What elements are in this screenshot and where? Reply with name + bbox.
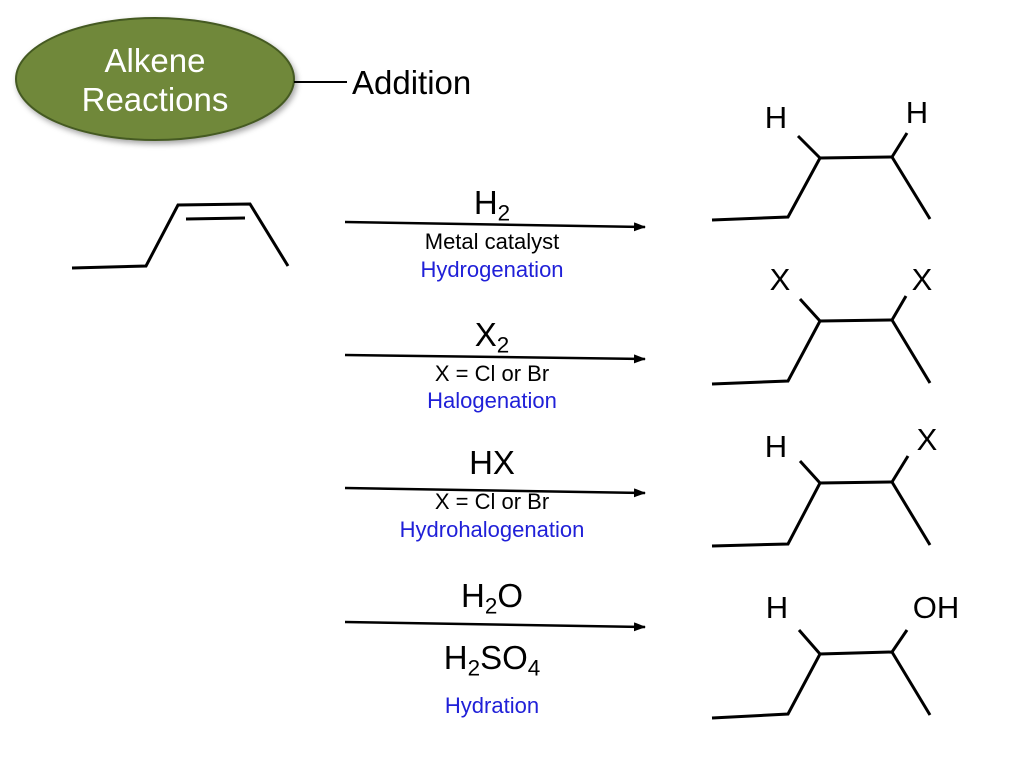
reaction-arrow-2 — [344, 353, 646, 364]
reaction-name-1: Hydrogenation — [420, 257, 564, 282]
product-4-right-label: OH — [912, 590, 960, 625]
product-carbon-chain — [711, 318, 932, 386]
reagent-text: H — [473, 184, 498, 221]
product-structure-4 — [711, 629, 932, 720]
condition-4: H2SO4 — [392, 639, 592, 679]
product-structure-2 — [711, 295, 932, 386]
reaction-name-2: Halogenation — [427, 388, 557, 413]
reagent-3: HX — [392, 446, 592, 479]
product-left-substituent-bond — [798, 459, 822, 485]
catalyst-subscript: 2 — [467, 655, 481, 681]
reaction-name-3: Hydrohalogenation — [399, 517, 585, 542]
reagent-text: X — [474, 316, 497, 353]
reagent-subscript: 2 — [497, 200, 511, 226]
reaction-category-label: Addition — [352, 64, 472, 101]
reagent-subscript: 2 — [484, 593, 498, 619]
catalyst-subscript: 4 — [527, 655, 541, 681]
reagent-subscript: 2 — [496, 332, 510, 358]
reaction-arrow-4 — [344, 620, 646, 632]
product-2-left-label: X — [769, 262, 791, 297]
reagent-text: O — [497, 577, 523, 614]
condition-2: X = Cl or Br — [434, 361, 550, 386]
reaction-arrow-3 — [344, 486, 646, 498]
reagent-4: H2O — [392, 577, 592, 617]
reactant-double-bond — [185, 216, 246, 221]
title-oval — [15, 17, 295, 141]
product-right-substituent-bond — [890, 132, 909, 158]
product-1-right-label: H — [905, 95, 929, 130]
reactant-structure — [71, 202, 290, 270]
product-left-substituent-bond — [797, 629, 822, 655]
reaction-name-4: Hydration — [444, 693, 540, 718]
reagent-text: H — [461, 577, 485, 614]
product-left-substituent-bond — [798, 297, 822, 323]
product-left-substituent-bond — [796, 134, 822, 160]
reactant-carbon-chain — [71, 202, 290, 270]
product-structure-1 — [711, 132, 932, 222]
reagent-text: HX — [469, 444, 515, 481]
product-structure-3 — [711, 455, 932, 548]
product-3-right-label: X — [916, 422, 938, 457]
product-right-substituent-bond — [890, 455, 910, 483]
catalyst-text: H — [443, 639, 468, 676]
product-4-left-label: H — [765, 590, 789, 625]
condition-1: Metal catalyst — [424, 229, 560, 254]
reaction-arrow-1 — [344, 220, 646, 232]
product-carbon-chain — [711, 155, 932, 222]
slide-title: Alkene Reactions — [81, 42, 229, 118]
product-2-right-label: X — [911, 262, 933, 297]
product-right-substituent-bond — [890, 295, 908, 321]
product-right-substituent-bond — [890, 629, 909, 653]
catalyst-text: SO — [480, 639, 528, 676]
product-carbon-chain — [711, 650, 932, 720]
reagent-1: H2 — [392, 184, 592, 224]
product-3-left-label: H — [764, 429, 788, 464]
product-carbon-chain — [711, 480, 932, 548]
condition-3: X = Cl or Br — [434, 489, 550, 514]
reagent-2: X2 — [392, 316, 592, 356]
product-1-left-label: H — [764, 100, 788, 135]
